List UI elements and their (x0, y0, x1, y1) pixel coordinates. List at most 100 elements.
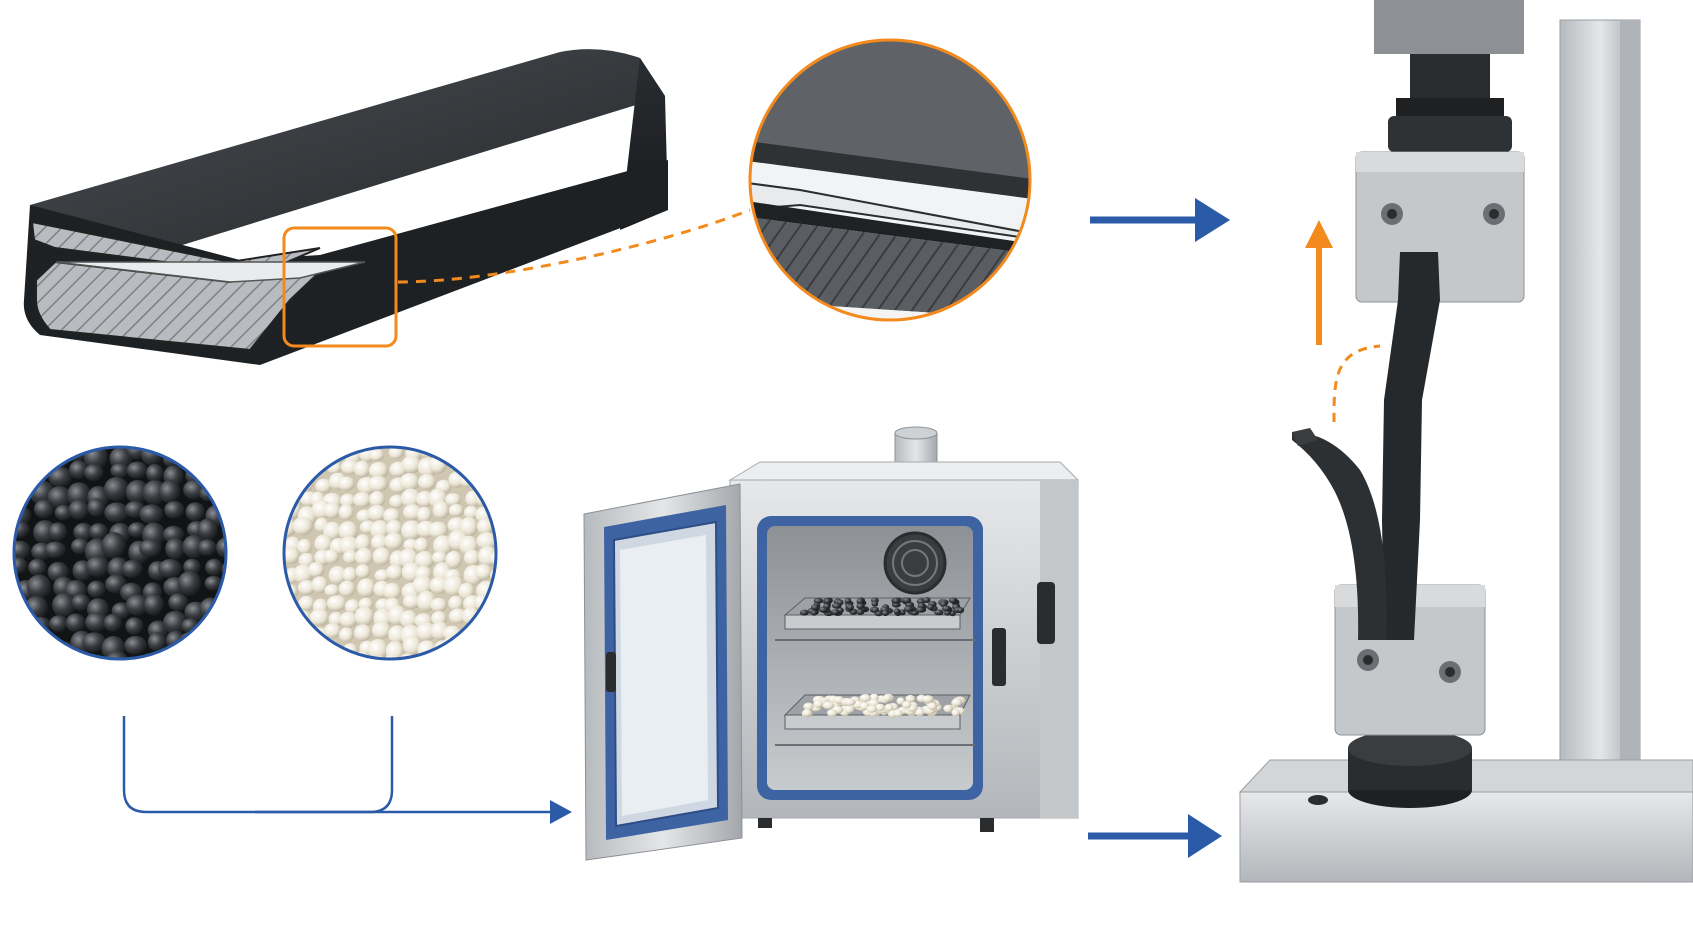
pellet (433, 535, 453, 556)
pellet (418, 473, 437, 490)
pellet (124, 426, 147, 446)
pellet (354, 547, 374, 567)
pellet (51, 423, 72, 442)
pellet (147, 632, 167, 652)
pellet (368, 462, 389, 479)
pellet (70, 422, 92, 443)
pellet (322, 650, 343, 659)
pellet (298, 552, 315, 568)
pellet (494, 524, 496, 539)
pellet (477, 642, 494, 659)
pellet (459, 516, 478, 537)
pellet (491, 476, 496, 491)
tray-pellet (893, 608, 901, 615)
pellet (494, 460, 496, 474)
pellet (219, 633, 226, 650)
pellet (463, 549, 481, 566)
tray-pellet (856, 603, 865, 610)
pellet (168, 593, 189, 612)
pellet (0, 521, 11, 545)
tray-pellet (813, 597, 824, 604)
pellet (479, 627, 495, 645)
pellet (177, 571, 202, 596)
black-polymer-pellets (0, 418, 228, 661)
pellet (198, 539, 217, 556)
pellet (141, 447, 163, 450)
pellet (314, 534, 333, 553)
pellet (297, 580, 316, 595)
pellet (448, 595, 464, 611)
tray-pellet (892, 597, 900, 604)
pellet (0, 537, 13, 556)
pellet (471, 455, 492, 476)
tray-pellet (818, 606, 829, 613)
pellet (26, 574, 52, 600)
pellet (103, 613, 123, 632)
pellet (312, 447, 328, 463)
pellet (124, 635, 148, 655)
delamination-highlight-box (282, 226, 398, 348)
pellet (204, 575, 223, 591)
pellet (325, 427, 343, 447)
tray-pellet (892, 709, 904, 717)
pellet (284, 628, 298, 644)
pellet (127, 522, 147, 538)
pellet (83, 418, 108, 445)
tray-pellet (844, 705, 855, 714)
pellet (323, 502, 341, 519)
pellet (339, 627, 354, 643)
pellet (389, 494, 405, 509)
pellet (419, 426, 439, 442)
pellet (342, 567, 358, 583)
pellet (224, 503, 226, 520)
pellet (355, 564, 371, 579)
pellet (215, 447, 226, 469)
pellet (185, 502, 205, 522)
pellet (197, 518, 218, 541)
pellet (428, 521, 449, 539)
pellet (101, 532, 126, 559)
pellet (386, 447, 405, 448)
pellet (339, 536, 360, 556)
pellet (292, 517, 314, 536)
tray-pellet (875, 703, 885, 712)
tray-pellet (914, 708, 925, 716)
arrow-peel-direction (1305, 220, 1381, 423)
pellet (284, 607, 288, 628)
pellet (14, 636, 33, 659)
pellet (344, 599, 361, 615)
pellet (401, 520, 422, 541)
pellet (14, 447, 30, 466)
tray-pellet (844, 597, 852, 604)
pellet (341, 655, 358, 659)
pellet (14, 557, 28, 574)
pellet (200, 448, 223, 469)
pellet (165, 538, 186, 560)
pellet (73, 522, 94, 542)
pellet (448, 428, 464, 441)
pellet (266, 653, 283, 668)
pellet (399, 610, 418, 629)
pellet (0, 504, 10, 524)
pellet (0, 459, 10, 482)
pellet (165, 425, 184, 444)
pellet (313, 641, 328, 654)
pellet (414, 537, 429, 553)
tray-pellet (926, 604, 935, 610)
pellet (85, 556, 110, 577)
pellet (125, 617, 144, 635)
pellet (264, 534, 282, 552)
pellet (14, 634, 16, 659)
magnifier-connector-line (397, 208, 751, 284)
magnifier-circle-icon (748, 38, 1032, 322)
pellet (293, 564, 314, 584)
tray-pellet (957, 607, 965, 614)
pellet (84, 464, 104, 482)
pellet (125, 594, 150, 616)
tray-pellet (905, 694, 916, 703)
pellet (354, 534, 371, 552)
pellet (415, 551, 435, 570)
pellet (28, 462, 47, 477)
pellet (367, 504, 387, 522)
pellet (68, 499, 90, 520)
